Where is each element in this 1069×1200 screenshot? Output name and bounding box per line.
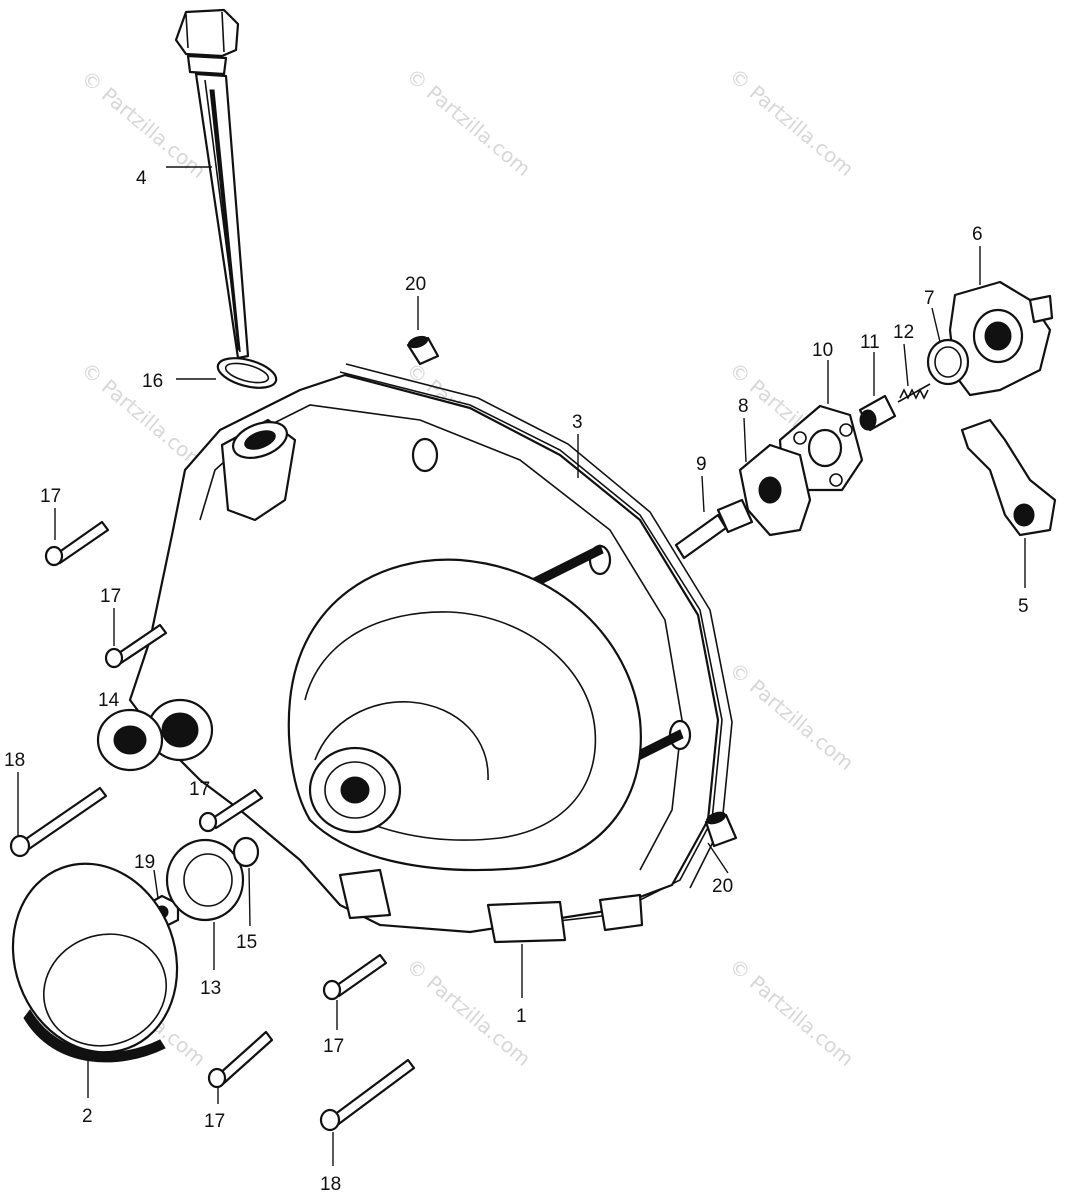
- callout-17: 17: [40, 486, 61, 507]
- callout-20: 20: [712, 876, 733, 897]
- callout-9: 9: [696, 454, 707, 475]
- callout-20: 20: [405, 274, 426, 295]
- callout-17: 17: [100, 586, 121, 607]
- watermark: © Partzilla.com: [725, 63, 859, 181]
- screws-and-bolts: [9, 520, 416, 1132]
- callout-17: 17: [189, 779, 210, 800]
- callout-labels: 4 20 16 6 7 10 11 12 3 8 9 17 5 17 14 18…: [4, 168, 1029, 1195]
- callout-11: 11: [860, 332, 880, 353]
- watermark: © Partzilla.com: [725, 953, 859, 1071]
- small-o-ring-part: [232, 836, 260, 868]
- callout-14: 14: [98, 690, 120, 711]
- watermark: © Partzilla.com: [77, 65, 211, 183]
- crankcase-cover-part: [128, 373, 720, 944]
- callout-7: 7: [924, 288, 935, 309]
- dowel-pin-right-part: [704, 811, 738, 848]
- callout-8: 8: [738, 396, 749, 417]
- seal-ring-part: [926, 338, 970, 386]
- callout-5: 5: [1018, 596, 1029, 617]
- spring-part: [897, 383, 931, 403]
- plate-part: [738, 443, 812, 537]
- pin-bolt-part: [674, 498, 754, 560]
- callout-16: 16: [142, 371, 163, 392]
- callout-2: 2: [82, 1106, 93, 1127]
- callout-19: 19: [134, 852, 155, 873]
- callout-13: 13: [200, 978, 221, 999]
- callout-18: 18: [4, 750, 25, 771]
- watermark: © Partzilla.com: [402, 63, 536, 181]
- callout-6: 6: [972, 224, 983, 245]
- callout-18: 18: [320, 1174, 341, 1195]
- cap-part: [11, 862, 179, 1063]
- o-ring-part: [216, 357, 278, 389]
- callout-12: 12: [893, 322, 914, 343]
- leader-lines: [17, 166, 1026, 1166]
- callout-4: 4: [136, 168, 147, 189]
- callout-17: 17: [323, 1036, 344, 1057]
- collar-part: [858, 394, 897, 432]
- mechanism-holder-part: [948, 280, 1054, 397]
- callout-1: 1: [516, 1006, 527, 1027]
- callout-10: 10: [812, 340, 833, 361]
- dipstick-part: [174, 8, 250, 360]
- cap-gasket-part: [165, 838, 245, 922]
- dowel-pin-top-part: [406, 335, 440, 366]
- gasket-part: [339, 363, 733, 931]
- callout-3: 3: [572, 412, 583, 433]
- callout-17: 17: [204, 1111, 225, 1132]
- lever-part: [960, 418, 1057, 537]
- watermark: © Partzilla.com: [725, 657, 859, 775]
- oil-seal-part: [96, 708, 164, 772]
- callout-15: 15: [236, 932, 257, 953]
